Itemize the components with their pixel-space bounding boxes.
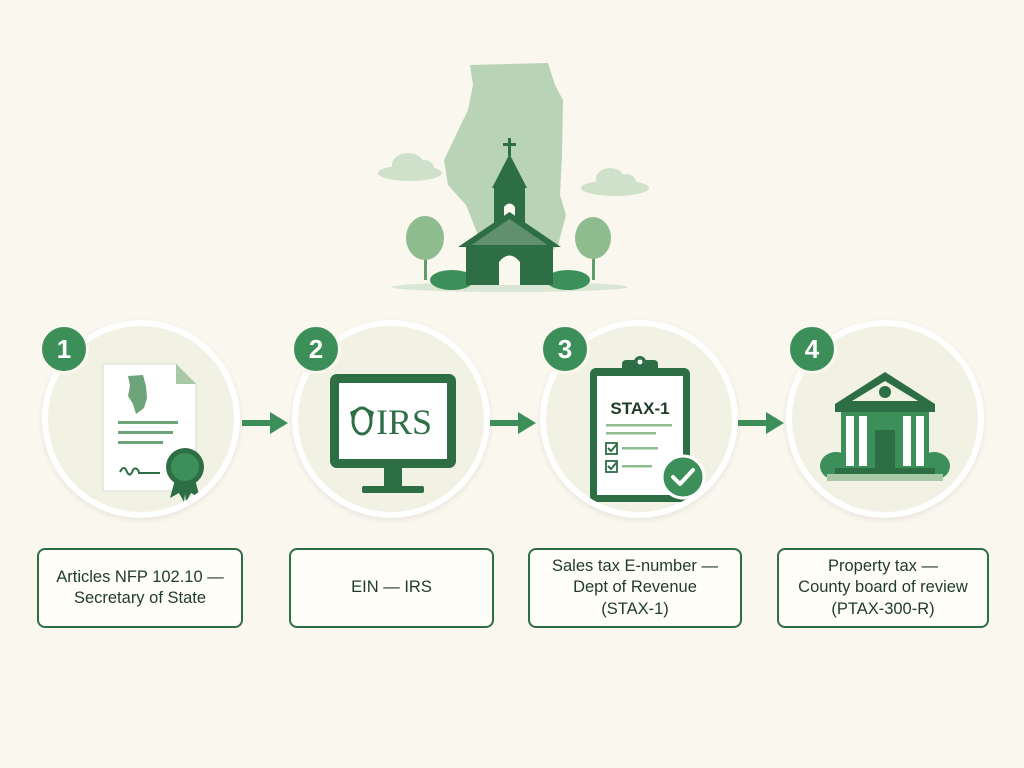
clipboard-checklist-icon: STAX-1 bbox=[590, 356, 706, 502]
cloud-icon bbox=[581, 168, 649, 196]
tree-icon bbox=[406, 216, 444, 280]
step-4-label: Property tax — County board of review (P… bbox=[777, 548, 989, 628]
step-1-label: Articles NFP 102.10 — Secretary of State bbox=[37, 548, 243, 628]
check-icon bbox=[671, 468, 695, 486]
step-3-label: Sales tax E-number — Dept of Revenue (ST… bbox=[528, 548, 742, 628]
arrow-right-icon bbox=[490, 412, 536, 434]
step-number-badge: 2 bbox=[291, 324, 341, 374]
cloud-icon bbox=[378, 153, 442, 181]
tree-icon bbox=[575, 217, 611, 280]
church-icon bbox=[458, 138, 561, 285]
arrow-right-icon bbox=[242, 412, 288, 434]
step-number-badge: 1 bbox=[39, 324, 89, 374]
irs-logo-text: IRS bbox=[376, 402, 432, 442]
monitor-irs-icon: IRS bbox=[330, 374, 456, 493]
step-number-badge: 4 bbox=[787, 324, 837, 374]
arrow-right-icon bbox=[738, 412, 784, 434]
eagle-icon bbox=[350, 406, 374, 436]
church-illinois-illustration bbox=[378, 63, 649, 292]
certificate-document-icon bbox=[102, 363, 204, 502]
form-title-text: STAX-1 bbox=[610, 399, 669, 418]
step-number-badge: 3 bbox=[540, 324, 590, 374]
step-3-circle: STAX-1 bbox=[540, 320, 738, 518]
courthouse-icon bbox=[820, 372, 950, 481]
step-2-label: EIN — IRS bbox=[289, 548, 494, 628]
step-2-circle: IRS bbox=[292, 320, 490, 518]
step-4-circle bbox=[786, 320, 984, 518]
